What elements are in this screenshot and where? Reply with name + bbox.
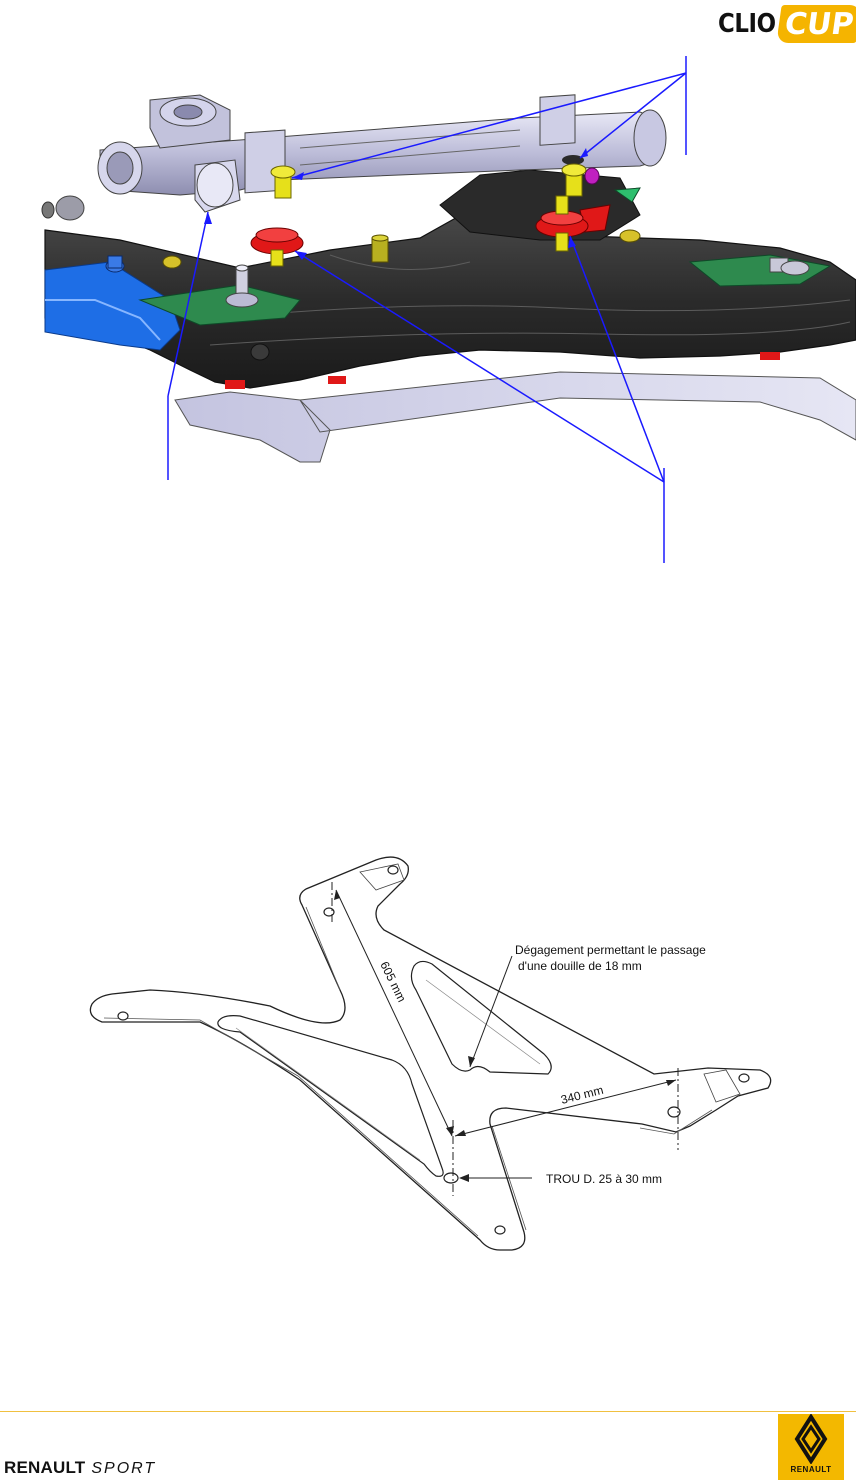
reinforcement-plate-drawing: Dégagement permettant le passage d'une d… [89,856,772,1251]
subframe-bolts [105,229,810,389]
dimension-arrowheads [334,890,676,1182]
annotation-clearance-line1: Dégagement permettant le passage [515,943,706,957]
renault-diamond-icon [794,1414,828,1464]
logo-clio-text: CLIO [718,9,776,39]
callout-lines [167,56,687,563]
brand-sport-text: SPORT [91,1460,157,1477]
dimension-lines [335,889,677,1179]
callout-arrowheads [204,148,588,260]
subframe-assembly-illustration [41,56,856,563]
badge-renault-text: RENAULT [790,1465,832,1474]
annotation-hole: TROU D. 25 à 30 mm [546,1172,662,1186]
centerlines [331,882,679,1196]
brand-renault-text: RENAULT [4,1458,86,1477]
ball-joint-left [41,195,85,221]
annotation-clearance-line2: d'une douille de 18 mm [518,959,642,973]
clio-cup-logo: CLIO CUP [718,2,856,46]
plate-outline [89,856,772,1251]
rack-mount-right [535,163,611,252]
renault-sport-logo: RENAULT SPORT [4,1458,156,1478]
cutout-center [410,960,552,1075]
logo-cup-text: CUP [776,5,856,43]
footer-divider [0,1411,856,1412]
mount-bracket-rear [613,187,641,203]
mount-bracket-left [138,284,301,326]
reinforcement-plate-render [174,371,856,463]
renault-badge-logo: RENAULT [778,1414,844,1480]
rack-mount-left [250,165,304,267]
